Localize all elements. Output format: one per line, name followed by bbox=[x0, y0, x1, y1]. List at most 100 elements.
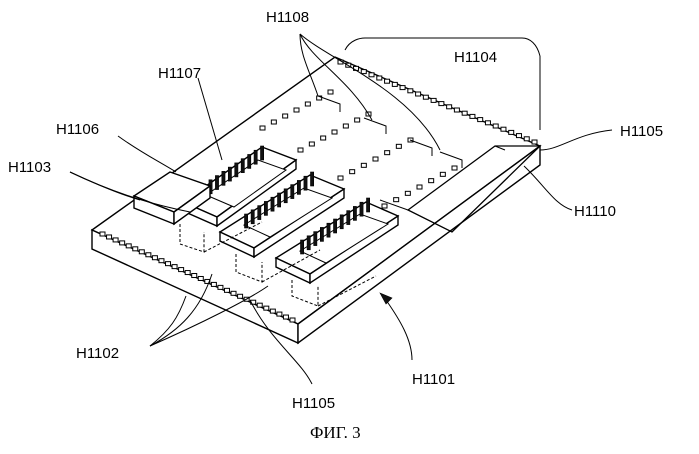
edge-pad bbox=[146, 253, 151, 257]
edge-pad bbox=[400, 86, 405, 90]
grid-pad bbox=[332, 130, 337, 134]
label-h1103: H1103 bbox=[8, 159, 51, 176]
edge-pad bbox=[113, 238, 118, 242]
grid-pad bbox=[396, 144, 401, 148]
bond-wire bbox=[304, 176, 307, 190]
label-h1106: H1106 bbox=[56, 121, 99, 138]
edge-pad bbox=[152, 256, 157, 260]
grid-pad bbox=[343, 124, 348, 128]
bond-wire bbox=[320, 227, 323, 241]
edge-pad bbox=[120, 241, 125, 245]
edge-pad bbox=[470, 114, 475, 118]
bond-wire bbox=[258, 206, 261, 220]
edge-pad bbox=[192, 274, 197, 278]
grid-pad bbox=[361, 163, 366, 167]
bond-wire bbox=[271, 197, 274, 211]
bond-wire bbox=[340, 215, 343, 229]
label-h1107: H1107 bbox=[158, 65, 201, 82]
label-h1105-right: H1105 bbox=[620, 123, 663, 140]
edge-pad bbox=[290, 318, 295, 322]
bond-wire bbox=[307, 236, 310, 250]
edge-pad bbox=[159, 259, 164, 263]
grid-pad bbox=[328, 90, 333, 94]
bond-wire bbox=[311, 172, 314, 186]
edge-pad bbox=[454, 108, 459, 112]
grid-pad bbox=[321, 136, 326, 140]
bond-wire bbox=[353, 206, 356, 220]
edge-pad bbox=[408, 89, 413, 93]
edge-pad bbox=[257, 303, 262, 307]
bond-wire bbox=[215, 176, 218, 190]
bond-wire bbox=[248, 154, 251, 168]
edge-pad bbox=[439, 102, 444, 106]
grid-pad bbox=[440, 172, 445, 176]
bond-wire bbox=[251, 210, 254, 224]
edge-pad bbox=[524, 137, 529, 141]
bond-wire bbox=[301, 240, 304, 254]
edge-pad bbox=[532, 140, 537, 144]
grid-pad bbox=[405, 191, 410, 195]
bond-wire bbox=[228, 167, 231, 181]
grid-pad bbox=[338, 176, 343, 180]
edge-pad bbox=[361, 70, 366, 74]
bond-wire bbox=[254, 150, 257, 164]
edge-pad bbox=[416, 92, 421, 96]
grid-pad bbox=[452, 166, 457, 170]
bond-wire bbox=[334, 219, 337, 233]
edge-pad bbox=[264, 306, 269, 310]
grid-pad bbox=[305, 102, 310, 106]
grid-pad bbox=[350, 170, 355, 174]
edge-pad bbox=[107, 235, 112, 239]
edge-pad bbox=[501, 127, 506, 131]
edge-pad bbox=[509, 130, 514, 134]
label-h1101: H1101 bbox=[412, 371, 455, 388]
edge-pad bbox=[377, 76, 382, 80]
edge-pad bbox=[133, 247, 138, 251]
bond-wire bbox=[235, 163, 238, 177]
grid-pad bbox=[298, 148, 303, 152]
grid-pad bbox=[283, 114, 288, 118]
edge-pad bbox=[485, 121, 490, 125]
label-h1102: H1102 bbox=[76, 345, 119, 362]
edge-pad bbox=[283, 315, 288, 319]
edge-pad bbox=[369, 73, 374, 77]
edge-pad bbox=[139, 250, 144, 254]
edge-pad bbox=[270, 309, 275, 313]
edge-pad bbox=[238, 294, 243, 298]
edge-pad bbox=[447, 105, 452, 109]
edge-pad bbox=[493, 124, 498, 128]
edge-pad bbox=[172, 265, 177, 269]
edge-pad bbox=[277, 312, 282, 316]
label-h1108: H1108 bbox=[266, 9, 309, 26]
bond-wire bbox=[261, 146, 264, 160]
edge-pad bbox=[185, 271, 190, 275]
edge-pad bbox=[478, 118, 483, 122]
edge-pad bbox=[462, 111, 467, 115]
bond-wire bbox=[222, 171, 225, 185]
grid-pad bbox=[417, 185, 422, 189]
edge-pad bbox=[516, 134, 521, 138]
bond-wire bbox=[314, 232, 317, 246]
bond-wire bbox=[284, 189, 287, 203]
bond-wire bbox=[360, 202, 363, 216]
bond-wire bbox=[241, 159, 244, 173]
bond-wire bbox=[347, 211, 350, 225]
edge-pad bbox=[166, 262, 171, 266]
label-h1105-bottom: H1105 bbox=[292, 395, 335, 412]
grid-pad bbox=[382, 204, 387, 208]
label-h1110: H1110 bbox=[574, 203, 616, 220]
edge-pad bbox=[211, 282, 216, 286]
bond-wire bbox=[245, 214, 248, 228]
grid-pad bbox=[355, 118, 360, 122]
grid-pad bbox=[394, 198, 399, 202]
edge-pad bbox=[431, 98, 436, 102]
grid-pad bbox=[271, 120, 276, 124]
edge-pad bbox=[423, 95, 428, 99]
edge-pad bbox=[392, 82, 397, 86]
grid-pad bbox=[385, 151, 390, 155]
edge-pad bbox=[179, 268, 184, 272]
figure-caption: ФИГ. 3 bbox=[310, 423, 361, 442]
edge-pad bbox=[224, 288, 229, 292]
